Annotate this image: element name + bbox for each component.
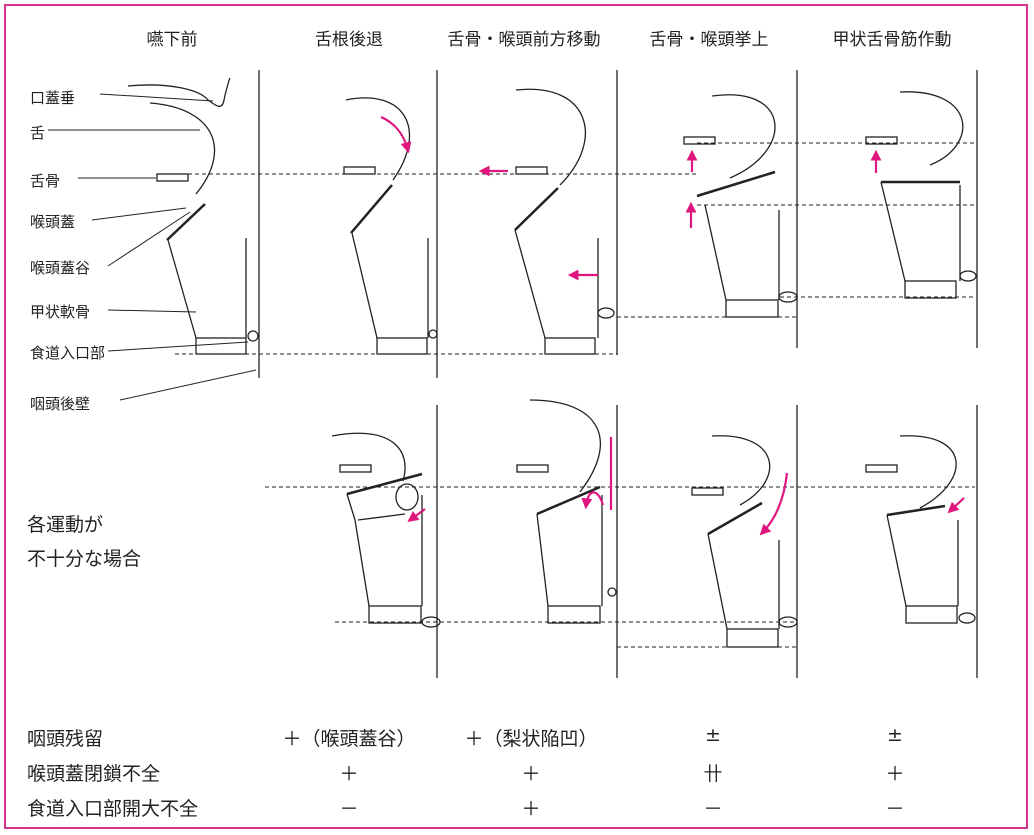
insufficient-thyrohyoid-arrow xyxy=(947,497,965,514)
row-label-residue: 咽頭残留 xyxy=(27,728,104,750)
cell-ues-retraction: － xyxy=(339,798,359,820)
stage5-thyrohyoid xyxy=(865,91,977,299)
insufficient-retraction-arrow xyxy=(407,508,426,522)
insufficient-anterior xyxy=(516,399,617,624)
cell-closure-elevation: 卄 xyxy=(703,763,723,785)
label-thyroid-cartilage: 甲状軟骨 xyxy=(30,303,91,321)
cell-residue-retraction: ＋（喉頭蓋谷） xyxy=(282,728,416,750)
label-epiglottis: 喉頭蓋 xyxy=(30,213,76,231)
insufficient-note-line1: 各運動が xyxy=(27,514,104,536)
insufficient-note-line2: 不十分な場合 xyxy=(27,548,142,570)
cell-residue-anterior: ＋（梨状陥凹） xyxy=(464,728,598,750)
figure-frame xyxy=(4,4,1028,829)
stage-heading-thyrohyoid-action: 甲状舌骨筋作動 xyxy=(832,30,952,50)
stage-heading-before-swallow: 嚥下前 xyxy=(146,30,198,50)
label-esophageal-inlet: 食道入口部 xyxy=(30,344,106,362)
stage2-tongue-retraction xyxy=(343,97,438,355)
label-posterior-pharyngeal-wall: 咽頭後壁 xyxy=(30,395,91,413)
label-hyoid: 舌骨 xyxy=(30,172,61,190)
cell-residue-thyrohyoid: ± xyxy=(887,724,903,746)
label-leader-lines xyxy=(48,93,257,401)
cell-closure-anterior: ＋ xyxy=(521,763,541,785)
cell-closure-retraction: ＋ xyxy=(339,763,359,785)
insufficient-thyrohyoid xyxy=(865,435,976,624)
label-vallecula: 喉頭蓋谷 xyxy=(30,259,91,277)
stage-heading-tongue-base-retraction: 舌根後退 xyxy=(315,30,383,50)
label-tongue: 舌 xyxy=(30,124,46,142)
stage1-before-swallow xyxy=(127,77,259,355)
pharyngeal-wall-lines xyxy=(258,70,978,678)
stage3-anterior-movement xyxy=(514,88,615,355)
cell-ues-thyrohyoid: － xyxy=(885,798,905,820)
cell-ues-elevation: － xyxy=(703,798,723,820)
insufficient-retraction xyxy=(331,432,441,628)
cell-ues-anterior: ＋ xyxy=(521,798,541,820)
row-label-ues-opening: 食道入口部開大不全 xyxy=(27,798,199,820)
cell-closure-thyrohyoid: ＋ xyxy=(885,763,905,785)
row-label-epiglottic-closure: 喉頭蓋閉鎖不全 xyxy=(27,763,161,785)
insufficient-elevation-arrow xyxy=(759,472,789,536)
reference-dashed-lines xyxy=(175,142,975,648)
cell-residue-elevation: ± xyxy=(705,724,721,746)
stage4-elevation xyxy=(683,94,798,318)
tongue-retraction-arrow xyxy=(380,115,412,154)
insufficient-elevation xyxy=(691,435,798,648)
insufficient-anterior-arrow xyxy=(581,491,605,510)
stage-heading-hyolaryngeal-anterior: 舌骨・喉頭前方移動 xyxy=(447,30,601,50)
stage-heading-hyolaryngeal-elevation: 舌骨・喉頭挙上 xyxy=(649,30,769,50)
label-uvula: 口蓋垂 xyxy=(30,89,76,107)
